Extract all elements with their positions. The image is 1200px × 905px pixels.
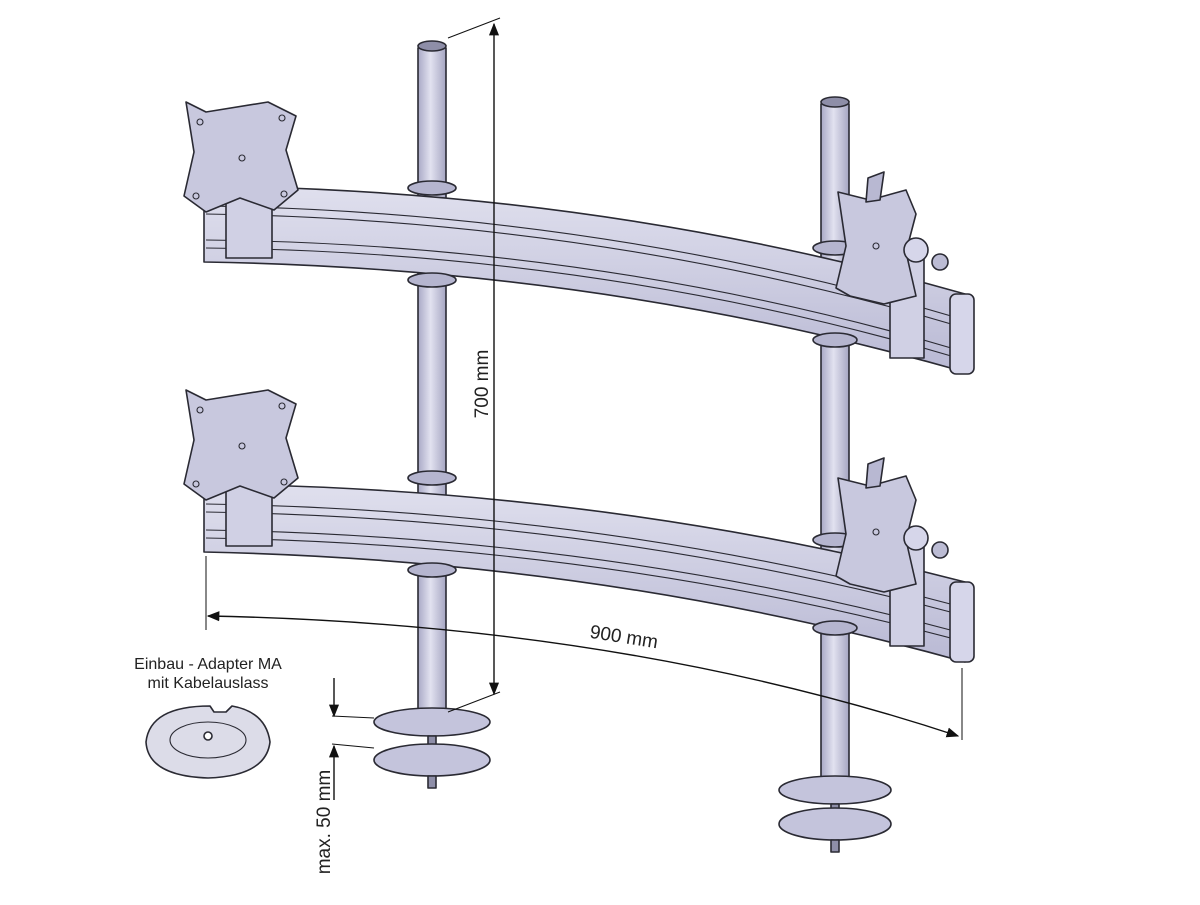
width-label: 900 mm bbox=[588, 622, 659, 653]
vesa-plate-lower-left bbox=[183, 389, 299, 547]
clamp-dimension bbox=[328, 678, 375, 800]
clamp-label: max. 50 mm bbox=[314, 770, 335, 875]
left-pole bbox=[417, 40, 447, 717]
height-label: 700 mm bbox=[472, 350, 493, 419]
adapter-caption-line1: Einbau - Adapter MA bbox=[134, 656, 282, 673]
vesa-plate-upper-left bbox=[183, 101, 299, 259]
width-dimension bbox=[205, 556, 963, 740]
left-desk-clamp bbox=[373, 707, 491, 789]
adapter-caption-line2: mit Kabelauslass bbox=[148, 675, 269, 692]
vesa-plate-upper-right bbox=[835, 171, 949, 359]
right-desk-clamp bbox=[778, 775, 892, 853]
adapter-disc bbox=[145, 705, 271, 779]
